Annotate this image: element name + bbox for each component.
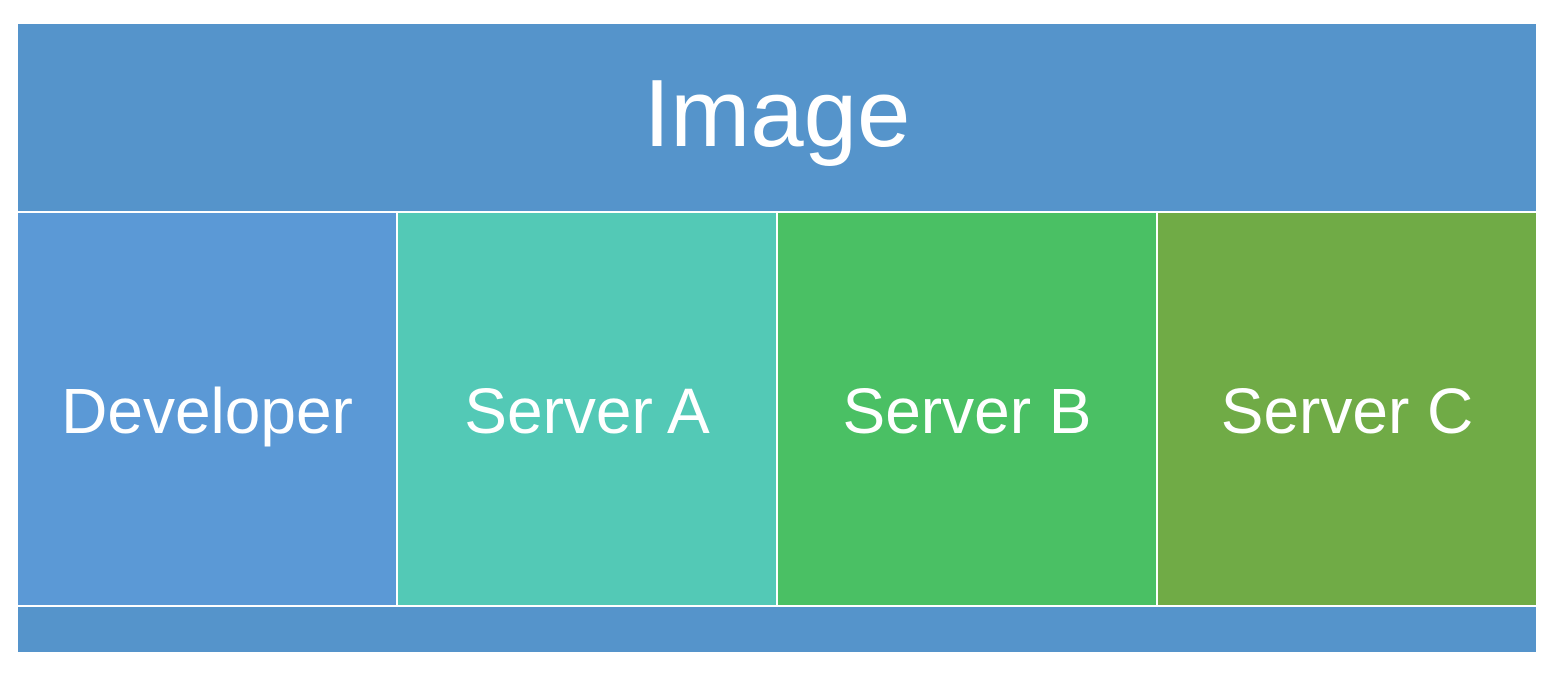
image-layer: Image bbox=[18, 24, 1536, 211]
layer-diagram: Image Developer Server A Server B Server… bbox=[18, 24, 1536, 652]
image-layer-footer bbox=[18, 607, 1536, 652]
image-layer-label: Image bbox=[643, 59, 911, 167]
server-b-block: Server B bbox=[776, 213, 1156, 605]
server-a-label: Server A bbox=[464, 375, 710, 447]
server-c-block: Server C bbox=[1156, 213, 1536, 605]
server-b-label: Server B bbox=[842, 375, 1092, 447]
developer-label: Developer bbox=[61, 375, 353, 447]
components-row: Developer Server A Server B Server C bbox=[18, 211, 1536, 607]
server-c-label: Server C bbox=[1220, 375, 1474, 447]
developer-block: Developer bbox=[18, 213, 396, 605]
server-a-block: Server A bbox=[396, 213, 776, 605]
